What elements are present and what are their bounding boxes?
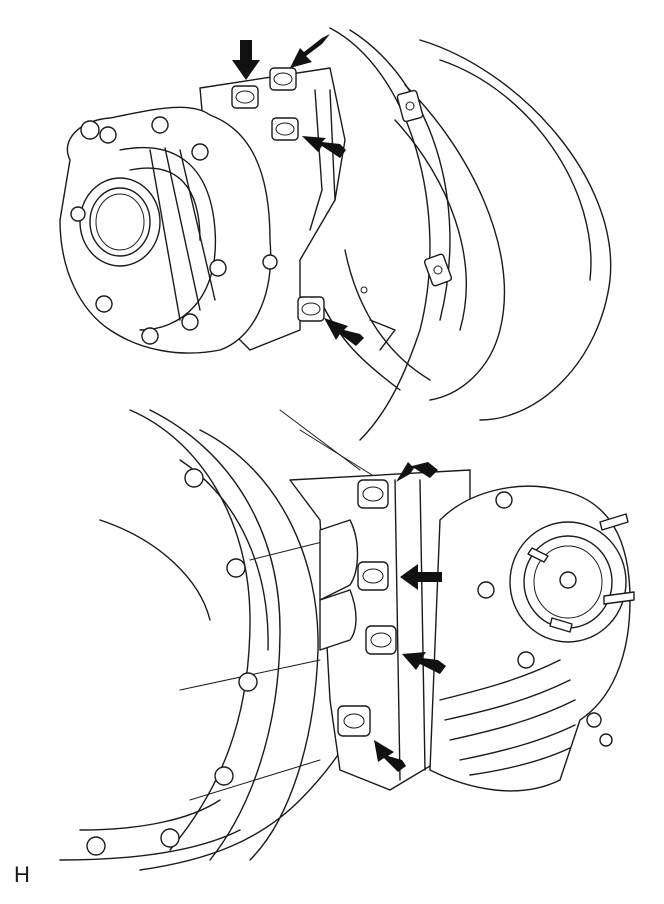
bottom-axle-housing [429, 485, 635, 792]
figure-label: H [14, 862, 30, 887]
bolt-bottom-3 [365, 625, 397, 655]
callout-arrow-bottom-4 [374, 740, 406, 772]
top-housing-body [59, 106, 278, 354]
bottom-view [59, 409, 635, 871]
bottom-housing [59, 409, 381, 871]
bolt-bottom-2 [357, 561, 389, 591]
top-callout-arrows [232, 34, 364, 346]
bolt-bottom-4 [337, 705, 371, 737]
bolt-top-1 [231, 85, 259, 109]
callout-arrow-top-1 [232, 40, 260, 80]
callout-arrow-top-4 [324, 318, 364, 346]
callout-arrow-bottom-3 [402, 652, 446, 674]
top-view [59, 27, 612, 441]
callout-arrow-top-2 [290, 34, 330, 68]
bolt-bottom-1 [357, 479, 389, 509]
top-housing [319, 27, 612, 441]
top-bolts [231, 67, 325, 322]
bolt-top-3 [271, 117, 299, 141]
bolt-top-4 [297, 296, 325, 322]
bottom-bolts [337, 479, 397, 737]
callout-arrow-bottom-1 [396, 462, 438, 482]
bottom-callout-arrows [374, 462, 446, 772]
callout-arrow-bottom-2 [400, 564, 442, 590]
callout-arrow-top-3 [302, 136, 346, 158]
bolt-top-2 [269, 67, 297, 91]
